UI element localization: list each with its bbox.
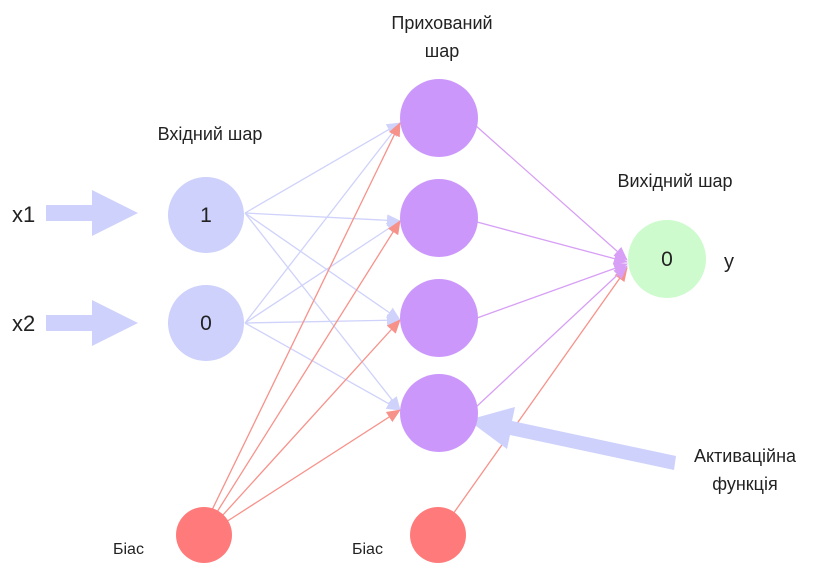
hidden-node-3 (400, 279, 478, 357)
activation-function-label-line1: Активаційна (694, 446, 797, 466)
output-node-value: 0 (661, 248, 673, 271)
edge-h4-out (474, 265, 628, 409)
bias-nodes (176, 507, 466, 563)
edge-in2-h4 (244, 322, 401, 411)
input-layer-nodes (168, 177, 244, 361)
activation-function-label-line2: функція (712, 474, 777, 494)
edge-h1-out (474, 124, 628, 261)
output-node (628, 220, 706, 298)
x1-arrow-icon (46, 190, 138, 236)
input-layer-title: Вхідний шар (158, 124, 263, 144)
hidden-node-1 (400, 79, 478, 157)
x1-label: x1 (12, 202, 35, 227)
x2-arrow-icon (46, 300, 138, 346)
x2-label: x2 (12, 311, 35, 336)
edge-in2-h1 (244, 122, 401, 324)
input-node-2 (168, 285, 244, 361)
edge-bias1-h2 (216, 220, 401, 513)
edge-bias1-h3 (221, 319, 401, 517)
hidden-to-output-edges (474, 124, 628, 409)
edge-in2-h3 (244, 314, 401, 327)
bias-label-1: Біас (113, 541, 144, 558)
hidden-layer-title-line2: шар (425, 41, 459, 61)
bias-label-2: Біас (352, 541, 383, 558)
edge-bias2-out (452, 267, 628, 515)
input-node-1 (168, 177, 244, 253)
output-layer-title: Вихідний шар (617, 171, 732, 191)
hidden-node-4 (400, 374, 478, 452)
input-node-2-value: 0 (200, 312, 212, 335)
edge-in1-h1 (244, 122, 401, 214)
hidden-layer-nodes (400, 79, 478, 452)
edge-h3-out (476, 262, 628, 319)
activation-arrow-icon (468, 407, 676, 470)
bias-node-1 (176, 507, 232, 563)
edge-bias1-h4 (225, 409, 401, 523)
edge-bias1-h1 (211, 122, 401, 511)
input-node-1-value: 1 (200, 204, 212, 227)
input-to-hidden-edges (244, 122, 401, 411)
hidden-layer-title-line1: Прихований (391, 13, 492, 33)
bias-node-2 (410, 507, 466, 563)
input-arrows (46, 190, 138, 346)
edge-in1-h4 (244, 212, 401, 411)
bias-to-hidden-edges (211, 122, 628, 523)
output-variable-label: y (724, 251, 734, 273)
edge-h2-out (476, 221, 628, 265)
edge-in1-h3 (244, 212, 401, 321)
edge-in1-h2 (244, 212, 401, 227)
edge-in2-h2 (244, 220, 401, 324)
hidden-node-2 (400, 179, 478, 257)
